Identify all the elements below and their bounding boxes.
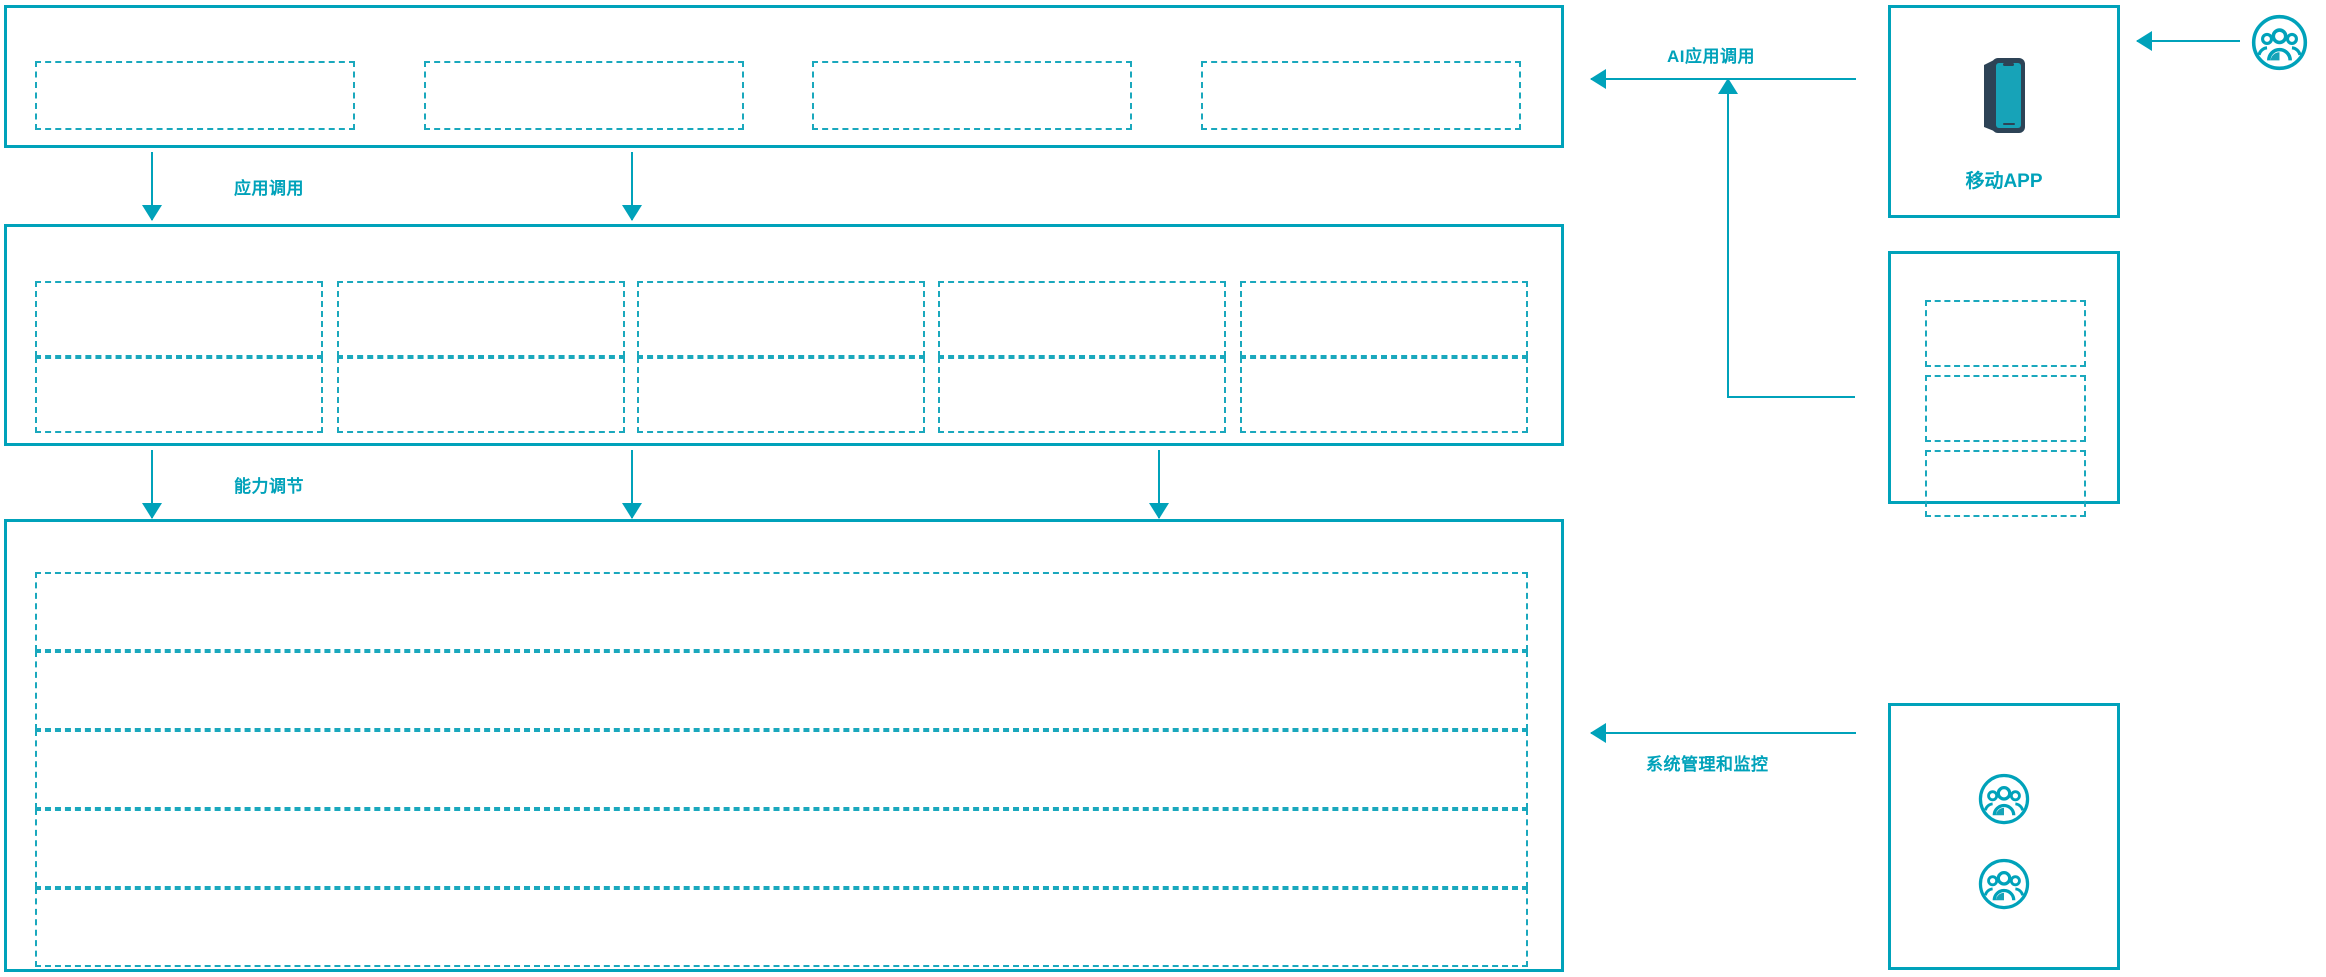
label-system-manage-monitor: 系统管理和监控: [1646, 755, 1769, 774]
label-ai-app-invoke: AI应用调用: [1667, 47, 1755, 66]
modules-box-3[interactable]: [1925, 450, 2086, 517]
infrastructure-bar-4[interactable]: [35, 809, 1528, 888]
modules-box-2[interactable]: [1925, 375, 2086, 442]
connector-modules-vertical: [1727, 92, 1729, 397]
application-layer-panel: [4, 5, 1564, 148]
capability-box-r1c4[interactable]: [938, 281, 1226, 357]
label-capability-adjust: 能力调节: [234, 477, 304, 496]
mobile-phone-icon: [1978, 55, 2030, 137]
arrow-head-modules-up: [1718, 78, 1738, 94]
user-group-icon-external: [2251, 14, 2308, 71]
capability-box-r2c3[interactable]: [637, 357, 925, 433]
arrow-external-user-to-mobile-app: [2137, 40, 2240, 42]
modules-box-1[interactable]: [1925, 300, 2086, 367]
infrastructure-bar-3[interactable]: [35, 730, 1528, 809]
capability-box-r1c1[interactable]: [35, 281, 323, 357]
infrastructure-layer-panel: [4, 519, 1564, 972]
admin-card[interactable]: [1888, 703, 2120, 970]
capability-box-r2c5[interactable]: [1240, 357, 1528, 433]
infrastructure-bar-5[interactable]: [35, 888, 1528, 967]
user-group-icon-admin-1: [1978, 773, 2030, 825]
capability-box-r2c4[interactable]: [938, 357, 1226, 433]
arrow-capability-to-infra-1: [151, 450, 153, 518]
mobile-app-caption: 移动APP: [1965, 171, 2043, 192]
arrow-capability-to-infra-3: [1158, 450, 1160, 518]
application-box-1[interactable]: [35, 61, 355, 130]
arrow-system-manage-monitor: [1591, 732, 1856, 734]
label-app-invoke: 应用调用: [234, 179, 304, 198]
arrow-app-to-capability-right: [631, 152, 633, 220]
application-box-3[interactable]: [812, 61, 1132, 130]
infrastructure-bar-1[interactable]: [35, 572, 1528, 651]
infrastructure-bar-2[interactable]: [35, 651, 1528, 730]
connector-modules-horizontal: [1727, 396, 1855, 398]
capability-box-r2c2[interactable]: [337, 357, 625, 433]
arrow-app-to-capability-left: [151, 152, 153, 220]
application-box-2[interactable]: [424, 61, 744, 130]
application-box-4[interactable]: [1201, 61, 1521, 130]
user-group-icon-admin-2: [1978, 858, 2030, 910]
capability-layer-panel: [4, 224, 1564, 446]
capability-box-r1c5[interactable]: [1240, 281, 1528, 357]
arrow-capability-to-infra-2: [631, 450, 633, 518]
capability-box-r2c1[interactable]: [35, 357, 323, 433]
capability-box-r1c2[interactable]: [337, 281, 625, 357]
capability-box-r1c3[interactable]: [637, 281, 925, 357]
